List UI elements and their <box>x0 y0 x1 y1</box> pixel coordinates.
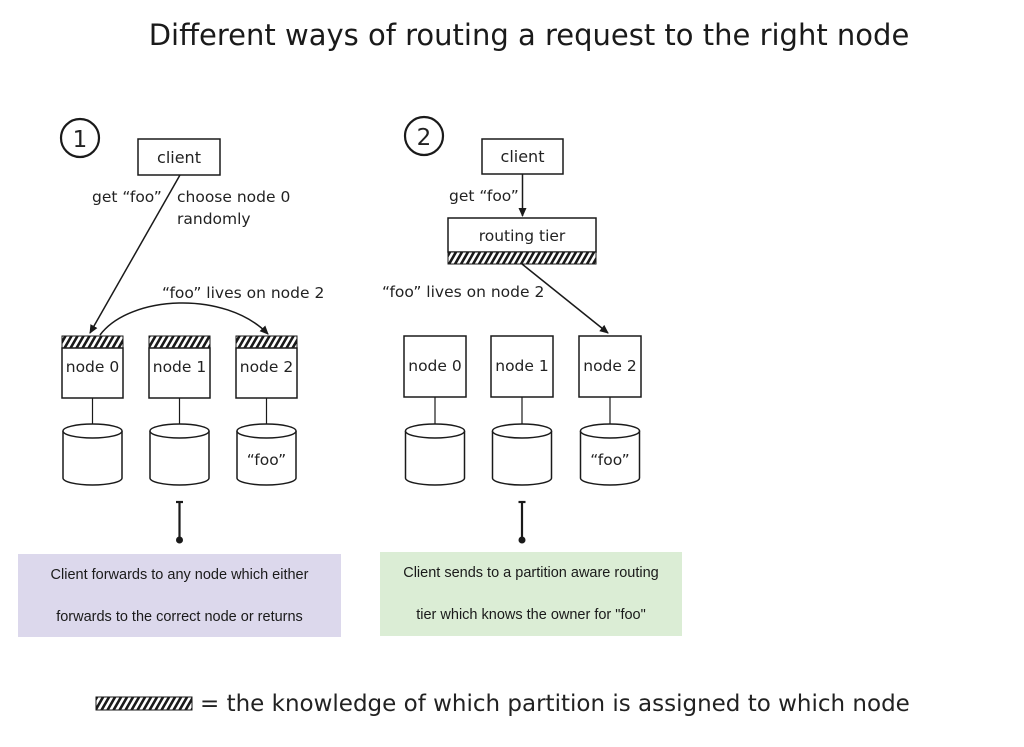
panel-1-client-box <box>137 138 221 176</box>
panel-1-node-1-hatch <box>148 335 211 349</box>
panel-1-choose-label-line1: choose node 0 <box>177 188 290 206</box>
panel-2-client-label: client <box>501 147 545 166</box>
panel-1-choose-label-line2: randomly <box>177 210 251 228</box>
panel-1-number-circle <box>59 117 101 159</box>
panel-2-number: 2 <box>417 125 432 151</box>
legend-text: = the knowledge of which partition is as… <box>200 691 910 717</box>
panel-2-caption-line2: tier which knows the owner for "foo" <box>416 607 646 623</box>
panel-1-db-label: “foo” <box>247 451 286 469</box>
panel-2-client-box <box>481 138 564 175</box>
panel-1: 1 client get “foo” choose node 0 randoml… <box>59 117 324 544</box>
panel-2-node-1-label: node 1 <box>495 357 548 375</box>
panel-2-database-2 <box>579 423 641 486</box>
panel-2-lives-label: “foo” lives on node 2 <box>382 283 544 301</box>
panel-2-routing-tier-hatch <box>447 251 597 265</box>
panel-2: 2 client get “foo” routing tier “foo” li… <box>382 115 642 544</box>
panel-1-node-1-box <box>148 347 211 399</box>
panel-1-node-0-box <box>61 347 124 399</box>
panel-1-caption: Client forwards to any node which either… <box>18 554 341 637</box>
panel-1-node-0-label: node 0 <box>66 358 119 376</box>
panel-1-client-to-node0-arrow <box>89 174 181 334</box>
panel-1-caption-line1: Client forwards to any node which either <box>50 567 309 583</box>
panel-2-caption: Client sends to a partition aware routin… <box>380 552 682 636</box>
panel-2-number-circle <box>403 115 445 157</box>
panel-1-pin-dot <box>176 536 183 544</box>
panel-2-database-0 <box>404 423 466 486</box>
panel-2-node-2-label: node 2 <box>583 357 636 375</box>
page-title: Different ways of routing a request to t… <box>148 18 910 52</box>
panel-1-number: 1 <box>73 127 88 153</box>
panel-2-pin-dot <box>518 536 526 544</box>
panel-2-node-1-box <box>490 335 554 398</box>
panel-1-lives-label: “foo” lives on node 2 <box>162 284 324 302</box>
panel-1-client-label: client <box>157 148 201 167</box>
panel-2-caption-line1: Client sends to a partition aware routin… <box>403 565 659 581</box>
panel-2-database-1 <box>491 423 553 486</box>
panel-2-routing-tier-label: routing tier <box>479 227 566 245</box>
panel-2-node-2-box <box>578 335 642 398</box>
panel-1-database-0 <box>62 423 123 486</box>
panel-1-node-1-label: node 1 <box>153 358 206 376</box>
panel-2-db-label: “foo” <box>590 451 629 469</box>
panel-1-caption-line2: forwards to the correct node or returns <box>56 609 303 625</box>
panel-1-node-0-hatch <box>61 335 124 349</box>
panel-1-forward-arrow <box>99 302 269 336</box>
panel-2-router-to-node2-arrow <box>521 263 609 334</box>
panel-1-database-1 <box>149 423 210 486</box>
legend-hatch-swatch <box>95 696 193 711</box>
panel-1-database-2 <box>236 423 297 486</box>
legend: = the knowledge of which partition is as… <box>95 691 910 717</box>
panel-2-request-label: get “foo” <box>449 187 519 205</box>
panel-1-node-2-hatch <box>235 335 298 349</box>
panel-2-node-0-label: node 0 <box>408 357 461 375</box>
panel-1-node-2-label: node 2 <box>240 358 293 376</box>
panel-1-request-label: get “foo” <box>92 188 162 206</box>
